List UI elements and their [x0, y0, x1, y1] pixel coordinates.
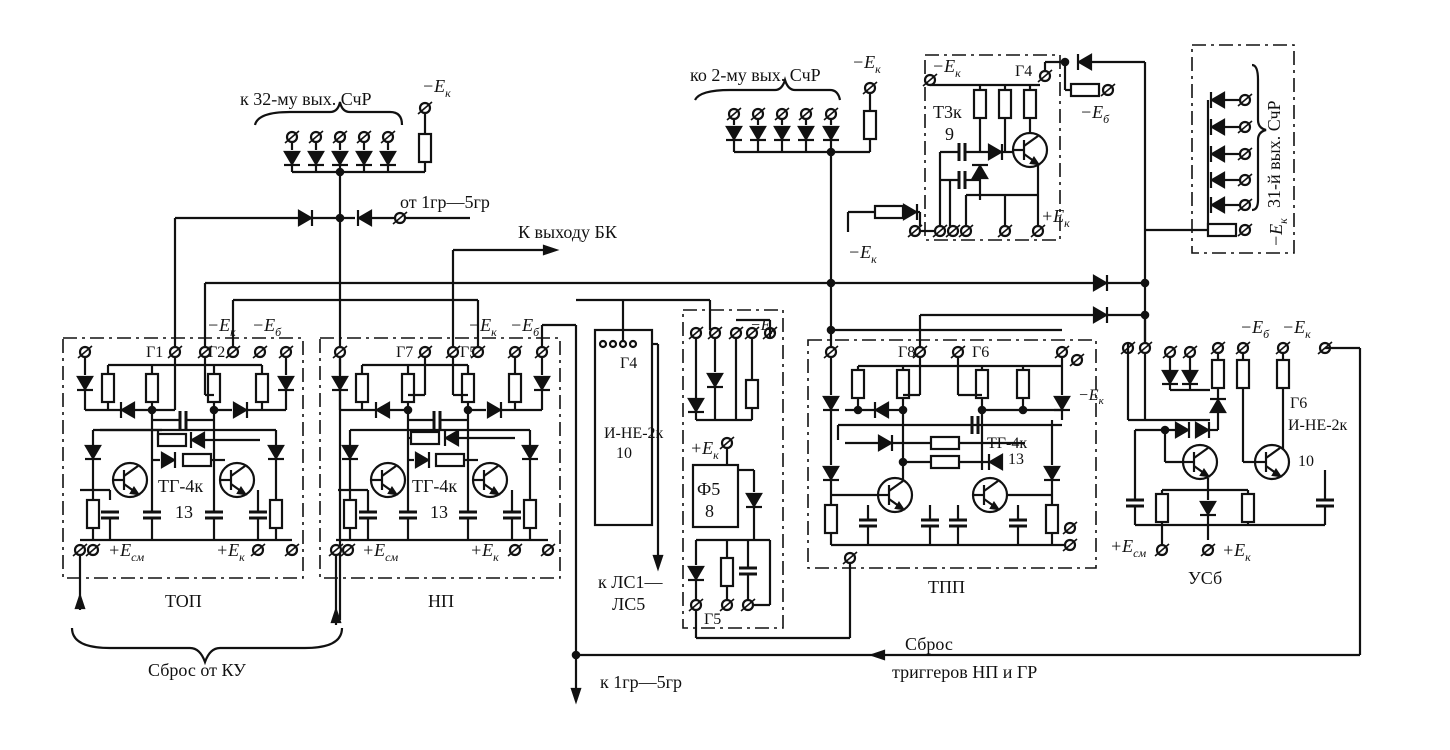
np-number-label: 13	[430, 502, 448, 522]
counter-2-output-group: ко 2-му вых. СчР −Eк	[690, 52, 881, 352]
block-tpp: Г8 Г6 −Eк ТГ-4к 13	[807, 328, 1105, 638]
t3k-number-label: 9	[945, 124, 954, 144]
to-bk-output-label: К выходу БК	[518, 222, 618, 242]
and-not-1-pin: Г4	[620, 355, 637, 372]
reset-triggers-label-1: Сброс	[905, 634, 953, 654]
block-usb: −Eб −Eк Г6 И-НЕ-2к 10	[576, 315, 1362, 661]
block-top: −Eк −Eб Г1 Г2	[62, 315, 304, 611]
tpp-pin-g8: Г8	[898, 344, 915, 361]
to-2-output-label: ко 2-му вых. СчР	[690, 65, 821, 85]
usb-block-name: УСб	[1188, 568, 1222, 588]
t3k-ek-label: −Eк	[932, 56, 961, 80]
np-type-label: ТГ-4к	[412, 476, 457, 496]
tpp-number-label: 13	[1008, 451, 1024, 468]
usb-eb-label: −Eб	[1240, 317, 1270, 341]
f5-number-label: 8	[705, 501, 714, 521]
counter2-ek-label: −Eк	[852, 52, 881, 76]
block-t3k: −Eк Г4 Т3к 9 +Eк	[921, 52, 1147, 420]
usb-ek-label: −Eк	[1282, 317, 1311, 341]
minus-ek-label: −Eк	[422, 76, 451, 100]
top-type-label: ТГ-4к	[158, 476, 203, 496]
f5-ek-label: −Eк	[750, 317, 777, 337]
top-plus-ek-label: +Eк	[216, 540, 245, 564]
to-ls-label-1: к ЛС1—	[598, 572, 663, 592]
from-groups-label: от 1гр—5гр	[400, 192, 490, 212]
reset-from-ku: Сброс от КУ	[70, 556, 344, 680]
t3k-eb-label: −Eб	[1080, 102, 1110, 126]
f5-pin: Г5	[704, 611, 721, 628]
and-not-1-type: И-НЕ-2к	[604, 425, 664, 442]
usb-pin-g6: Г6	[1290, 395, 1307, 412]
f5-type-label: Ф5	[697, 479, 720, 499]
tpp-ek-label: −Eк	[1078, 387, 1105, 407]
to-groups-label: к 1гр—5гр	[600, 672, 682, 692]
t3k-pin-g4: Г4	[1015, 63, 1032, 80]
from-groups-input: от 1гр—5гр	[173, 192, 490, 350]
top-number-label: 13	[175, 502, 193, 522]
usb-esm-label: +Eсм	[1110, 536, 1146, 560]
and-not-1-number: 10	[616, 445, 632, 462]
np-eb-label: −Eб	[510, 315, 540, 339]
block-f5: −Eк +Eк Ф5 8 Г5	[682, 300, 850, 640]
np-plus-ek-label: +Eк	[470, 540, 499, 564]
top-esm-label: +Eсм	[108, 540, 144, 564]
to-32-output-label: к 32-му вых. СчР	[240, 89, 372, 109]
top-eb-label: −Eб	[252, 315, 282, 339]
t3k-input: −Eк	[846, 202, 935, 266]
np-block-name: НП	[428, 591, 454, 611]
tpp-block-name: ТПП	[928, 577, 965, 597]
counter-31-output-group: 31-й вых. СчР −Eк	[1145, 44, 1295, 254]
reset-from-ku-label: Сброс от КУ	[148, 660, 246, 680]
usb-type-label: И-НЕ-2к	[1288, 417, 1348, 434]
top-ek-label: −Eк	[207, 315, 236, 339]
to-31-output-label: 31-й вых. СчР	[1264, 100, 1284, 208]
usb-plus-ek-label: +Eк	[1222, 540, 1251, 564]
top-block-name: ТОП	[165, 591, 202, 611]
block-np: −Eк −Eб Г7 Г5	[319, 315, 561, 611]
t3k-plus-ek-label: +Eк	[1041, 206, 1070, 230]
np-ek-label: −Eк	[468, 315, 497, 339]
np-pin-g7: Г7	[396, 344, 413, 361]
tpp-type-label: ТГ-4к	[987, 435, 1027, 452]
t3k-type-label: Т3к	[933, 102, 962, 122]
f5-plus-ek-label: +Eк	[690, 438, 719, 462]
top-pin-g2: Г2	[208, 344, 225, 361]
tpp-pin-g6: Г6	[972, 344, 989, 361]
to-ls-label-2: ЛС5	[612, 594, 645, 614]
usb-number-label: 10	[1298, 453, 1314, 470]
block-and-not-1: Г4 И-НЕ-2к 10	[576, 298, 710, 570]
np-esm-label: +Eсм	[362, 540, 398, 564]
top-pin-g1: Г1	[146, 344, 163, 361]
reset-triggers-label-2: триггеров НП и ГР	[892, 662, 1037, 682]
t3k-input-ek-label: −Eк	[848, 242, 877, 266]
counter31-ek-label: −Eк	[1266, 218, 1290, 247]
